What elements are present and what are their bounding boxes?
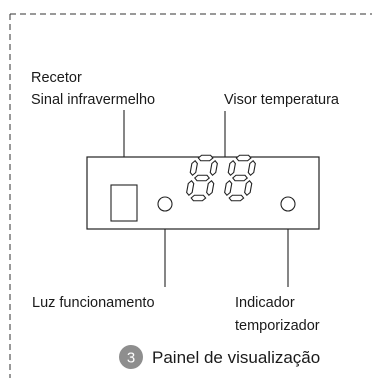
temperature-display-label: Visor temperatura bbox=[224, 92, 340, 108]
digit-1-segment-f bbox=[189, 159, 198, 177]
operation-light-indicator bbox=[157, 196, 173, 212]
caption-number: 3 bbox=[127, 350, 135, 367]
receiver-label-line2: Sinal infravermelho bbox=[31, 92, 155, 108]
caption-number-badge bbox=[119, 345, 143, 369]
digit-1-segment-a bbox=[197, 154, 214, 162]
receiver-label-line1: Recetor bbox=[31, 70, 82, 86]
digit-2-segment-a bbox=[235, 154, 252, 162]
digit-1-segment-c bbox=[206, 179, 215, 197]
digit-2-segment-b bbox=[247, 159, 256, 177]
digit-1-segment-g bbox=[193, 174, 211, 182]
timer-indicator-label-line1: Indicador bbox=[235, 295, 295, 311]
temperature-digits bbox=[186, 154, 256, 202]
digit-1-segment-d bbox=[190, 194, 207, 202]
digit-1-segment-e bbox=[186, 179, 195, 197]
digit-2-segment-f bbox=[227, 159, 236, 177]
dashed-frame bbox=[9, 13, 372, 378]
digit-2-segment-c bbox=[244, 179, 253, 197]
operation-light-label: Luz funcionamento bbox=[32, 295, 155, 311]
digit-2-segment-e bbox=[224, 179, 233, 197]
digit-2-segment-g bbox=[231, 174, 249, 182]
digit-2-segment-d bbox=[228, 194, 245, 202]
infrared-receiver-window bbox=[110, 184, 138, 222]
timer-indicator-label-line2: temporizador bbox=[235, 318, 320, 334]
timer-indicator bbox=[280, 196, 296, 212]
caption-title: Painel de visualização bbox=[152, 348, 320, 367]
digit-1-segment-b bbox=[209, 159, 218, 177]
